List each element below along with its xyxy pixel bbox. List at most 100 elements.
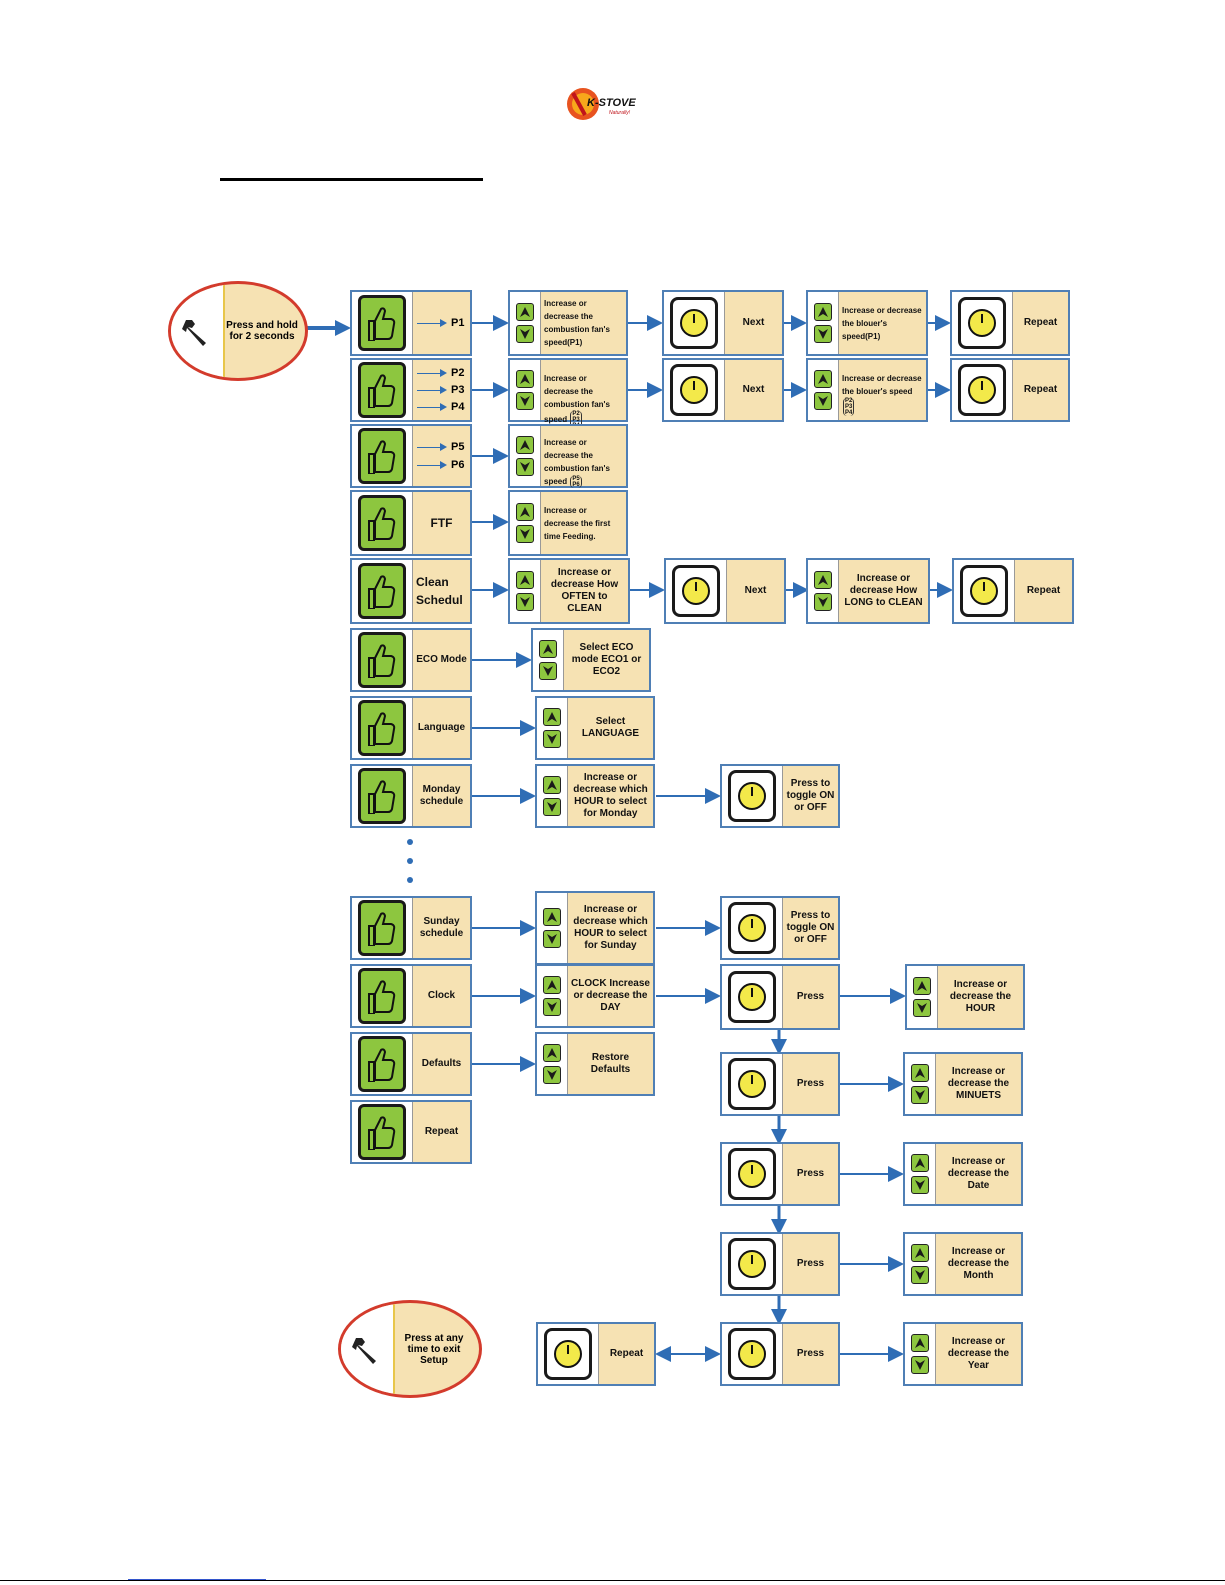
step-p2-p4-next[interactable]: Next (662, 358, 784, 422)
up-down-icon (905, 1234, 936, 1294)
thumb-icon (352, 698, 413, 758)
menu-language[interactable]: Language (350, 696, 472, 760)
up-down-icon (808, 292, 839, 354)
menu-label: Language (417, 722, 466, 733)
thumb-icon (352, 1034, 413, 1094)
up-down-icon (510, 426, 541, 486)
up-down-icon (808, 360, 839, 420)
step-p1-next[interactable]: Next (662, 290, 784, 356)
press-label: Press (796, 991, 825, 1002)
step-monday-toggle[interactable]: Press to toggle ON or OFF (720, 764, 840, 828)
menu-clock[interactable]: Clock (350, 964, 472, 1028)
thumb-icon (352, 560, 413, 622)
step-label: Increase or decrease the MINUETS (947, 1066, 1010, 1101)
menu-label: P5 (451, 441, 465, 453)
menu-label: P6 (451, 459, 465, 471)
menu-eco-mode[interactable]: ECO Mode (350, 628, 472, 692)
footer-rule (0, 1580, 1225, 1581)
step-label: Press to toggle ON or OFF (786, 778, 835, 813)
step-clean-often[interactable]: Increase or decrease How OFTEN to CLEAN (508, 558, 630, 624)
step-label: Increase or decrease the HOUR (949, 979, 1012, 1014)
press-label: Press (796, 1168, 825, 1179)
step-clock-press-1[interactable]: Press (720, 964, 840, 1030)
menu-label: P4 (451, 401, 465, 413)
up-down-icon (537, 766, 568, 826)
step-clean-long[interactable]: Increase or decrease How LONG to CLEAN (806, 558, 930, 624)
step-p1-blower[interactable]: Increase or decrease the blouer's speed(… (806, 290, 928, 356)
step-language-select[interactable]: Select LANGUAGE (535, 696, 655, 760)
timer-icon (664, 292, 725, 354)
up-down-icon (905, 1324, 936, 1384)
step-p5-p6-adjust[interactable]: Increase or decrease the combustion fan'… (508, 424, 628, 488)
step-sunday-hour[interactable]: Increase or decrease which HOUR to selec… (535, 891, 655, 965)
step-label: Increase or decrease the combustion fan'… (544, 299, 610, 347)
menu-clean-schedule[interactable]: Clean Schedul (350, 558, 472, 624)
up-down-icon (537, 698, 568, 758)
title-rule (220, 178, 483, 181)
up-down-icon (510, 560, 541, 622)
press-label: Press (796, 1078, 825, 1089)
step-p2-p4-blower[interactable]: Increase or decrease the blouer's speed … (806, 358, 928, 422)
menu-p2-p4[interactable]: P2 P3 P4 (350, 358, 472, 422)
step-date[interactable]: Increase or decrease the Date (903, 1142, 1023, 1206)
step-year[interactable]: Increase or decrease the Year (903, 1322, 1023, 1386)
step-clock-press-4[interactable]: Press (720, 1232, 840, 1296)
menu-label: P3 (451, 384, 465, 396)
setup-exit-button[interactable]: Press at any time to exit Setup (338, 1300, 482, 1398)
logo-text: K-STOVE (587, 97, 636, 109)
setup-start-button[interactable]: Press and hold for 2 seconds (168, 281, 308, 381)
menu-p5-p6[interactable]: P5 P6 (350, 424, 472, 488)
step-clean-next[interactable]: Next (664, 558, 786, 624)
menu-defaults[interactable]: Defaults (350, 1032, 472, 1096)
timer-icon (952, 292, 1013, 354)
step-clock-press-5[interactable]: Press (720, 1322, 840, 1386)
step-p1-adjust[interactable]: Increase or decrease the combustion fan'… (508, 290, 628, 356)
step-month[interactable]: Increase or decrease the Month (903, 1232, 1023, 1296)
menu-ftf[interactable]: FTF (350, 490, 472, 556)
repeat-label: Repeat (1023, 317, 1058, 328)
step-clock-repeat[interactable]: Repeat (536, 1322, 656, 1386)
step-p2-p4-repeat[interactable]: Repeat (950, 358, 1070, 422)
timer-icon (664, 360, 725, 420)
step-clock-press-3[interactable]: Press (720, 1142, 840, 1206)
menu-label: Clean (416, 575, 449, 589)
step-label: CLOCK Increase or decrease the DAY (571, 978, 650, 1013)
thumb-icon (352, 898, 413, 958)
timer-icon (722, 1324, 783, 1384)
up-down-icon (510, 492, 541, 554)
up-down-icon (510, 292, 541, 354)
timer-icon (722, 966, 783, 1028)
step-clean-repeat[interactable]: Repeat (952, 558, 1074, 624)
step-label: Increase or decrease the Year (947, 1336, 1010, 1371)
menu-label: Clock (427, 990, 456, 1001)
step-eco-select[interactable]: Select ECO mode ECO1 or ECO2 (531, 628, 651, 692)
menu-p1[interactable]: P1 (350, 290, 472, 356)
logo: K-STOVE Naturally! (565, 85, 645, 123)
menu-repeat[interactable]: Repeat (350, 1100, 472, 1164)
thumb-icon (352, 1102, 413, 1162)
next-label: Next (742, 317, 765, 328)
step-ftf-adjust[interactable]: Increase or decrease the first time Feed… (508, 490, 628, 556)
step-label: Increase or decrease the combustion fan'… (544, 438, 610, 486)
step-label: Restore Defaults (590, 1052, 631, 1075)
step-hour[interactable]: Increase or decrease the HOUR (905, 964, 1025, 1030)
step-minutes[interactable]: Increase or decrease the MINUETS (903, 1052, 1023, 1116)
step-label: Select ECO mode ECO1 or ECO2 (571, 642, 642, 677)
up-down-icon (537, 966, 568, 1026)
step-clock-press-2[interactable]: Press (720, 1052, 840, 1116)
up-down-icon (907, 966, 938, 1028)
step-restore-defaults[interactable]: Restore Defaults (535, 1032, 655, 1096)
menu-label: P2 (451, 367, 465, 379)
step-monday-hour[interactable]: Increase or decrease which HOUR to selec… (535, 764, 655, 828)
step-label: Select LANGUAGE (581, 716, 640, 739)
step-label: Increase or decrease the blouer's speed (842, 374, 922, 396)
step-p2-p4-adjust[interactable]: Increase or decrease the combustion fan'… (508, 358, 628, 429)
menu-sunday-schedule[interactable]: Sunday schedule (350, 896, 472, 960)
up-down-icon (537, 1034, 568, 1094)
next-label: Next (742, 384, 765, 395)
menu-monday-schedule[interactable]: Monday schedule (350, 764, 472, 828)
step-sunday-toggle[interactable]: Press to toggle ON or OFF (720, 896, 840, 960)
step-clock-day[interactable]: CLOCK Increase or decrease the DAY (535, 964, 655, 1028)
step-p1-repeat[interactable]: Repeat (950, 290, 1070, 356)
